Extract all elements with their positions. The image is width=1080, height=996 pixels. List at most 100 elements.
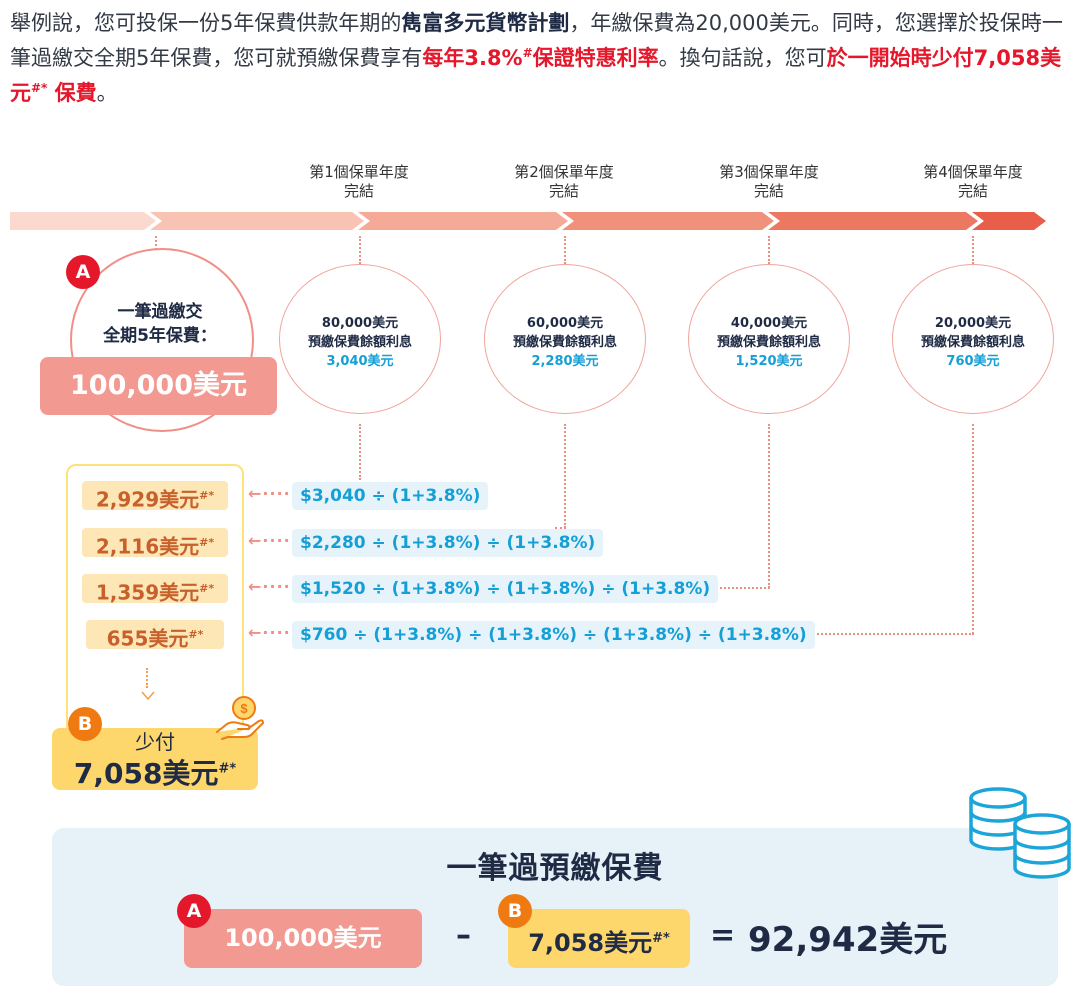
intro-paragraph: 舉例說，您可投保一份5年保費供款年期的雋富多元貨幣計劃，年繳保費為20,000美… [10,8,1072,108]
interest-circle-text: 20,000美元 預繳保費餘額利息 760美元 [893,314,1053,371]
saving-footnote-mark: #* [31,81,48,95]
prepaid-balance: 40,000美元 [730,316,808,331]
footnote-mark: #* [199,489,215,502]
footnote-mark: #* [188,628,204,641]
discount-value-text: 655美元 [106,626,189,651]
interest-circle-text: 80,000美元 預繳保費餘額利息 3,040美元 [280,314,440,371]
timeline-segment [562,212,774,230]
hand-coin-icon: $ [214,694,266,744]
prepaid-balance: 80,000美元 [321,316,399,331]
svg-text:$: $ [240,701,248,716]
timeline-label-line: 完結 [957,182,988,200]
summary-badge-a: A [177,894,211,928]
discount-formula: $3,040 ÷ (1+3.8%) [292,482,489,510]
discount-formula: $2,280 ÷ (1+3.8%) ÷ (1+3.8%) [292,529,604,557]
timeline-label-year-3: 第3個保單年度 完結 [684,163,854,201]
timeline-segment [358,212,568,230]
footnote-mark: #* [652,931,670,946]
timeline-segment [768,212,978,230]
connector-dots [359,424,361,480]
interest-amount: 2,280美元 [531,354,599,369]
connector-dots [972,424,974,634]
saving-highlight-text: 於一開始時少付7,058美元 [10,46,1062,105]
footnote-mark: #* [199,582,215,595]
timeline-label-line: 完結 [753,182,784,200]
interest-label: 預繳保費餘額利息 [307,335,412,350]
timeline-label-year-1: 第1個保單年度 完結 [274,163,444,201]
saving-amount-text: 7,058美元 [73,757,219,790]
summary-title: 一筆過預繳保費 [446,851,664,886]
interest-circle-year-3 [688,264,850,414]
rate-value: 每年3.8% [422,46,523,70]
timeline-segment [972,212,1046,230]
timeline-segment [10,212,156,230]
discount-formula: $1,520 ÷ (1+3.8%) ÷ (1+3.8%) ÷ (1+3.8%) [292,575,719,603]
rate-footnote-mark: # [522,46,533,60]
timeline-label-line: 第2個保單年度 [514,163,614,181]
discount-value: 1,359美元#* [82,574,228,605]
discount-value-text: 2,929美元 [95,487,200,512]
intro-text-1: 舉例說，您可投保一份5年保費供款年期的 [10,11,402,35]
connector-dots [676,587,770,589]
interest-label: 預繳保費餘額利息 [512,335,617,350]
lump-sum-label-line1: 一筆過繳交 [117,302,203,322]
discount-value: 2,929美元#* [82,481,228,512]
connector-dots [555,527,566,529]
coin-stack-icon [966,780,1076,888]
badge-a: A [66,255,100,289]
timeline-label-line: 完結 [343,182,374,200]
summary-saving-text: 7,058美元 [528,929,653,957]
timeline-label-line: 第3個保單年度 [719,163,819,181]
interest-circle-year-1 [279,264,441,414]
left-arrow-icon: ←······ [248,484,305,503]
interest-circle-text: 40,000美元 預繳保費餘額利息 1,520美元 [689,314,849,371]
prepaid-balance: 60,000美元 [526,316,604,331]
saving-label: 少付 [135,730,175,754]
summary-lump-sum: 100,000美元 [184,909,422,968]
connector-dots [768,236,770,264]
connector-dots [155,236,157,250]
saving-highlight: 於一開始時少付7,058美元#* 保費 [10,46,1061,105]
intro-text-2: ，年繳保費為20,000美元。同時，您選擇於投保時一筆過繳交全期5年保費，您可就… [10,11,1063,70]
saving-highlight-suffix: 保費 [54,81,97,105]
connector-dots [564,424,566,528]
timeline-segment [150,212,364,230]
discount-value: 2,116美元#* [82,528,228,559]
rate-label: 保證特惠利率 [532,46,659,70]
discount-formula: $760 ÷ (1+3.8%) ÷ (1+3.8%) ÷ (1+3.8%) ÷ … [292,621,815,649]
connector-dots [758,633,974,635]
prepaid-balance: 20,000美元 [934,316,1012,331]
timeline-label-line: 第4個保單年度 [923,163,1023,181]
interest-amount: 3,040美元 [326,354,394,369]
interest-amount: 760美元 [946,354,1000,369]
connector-dots [972,236,974,264]
guaranteed-rate: 每年3.8%#保證特惠利率 [422,46,658,70]
chevron-down-icon [141,686,155,705]
intro-text-4: 。 [96,81,118,105]
connector-dots [768,424,770,588]
connector-dots [564,236,566,264]
lump-sum-label-line2: 全期5年保費： [103,326,217,346]
footnote-mark: #* [218,761,237,777]
left-arrow-icon: ←······ [248,531,305,550]
timeline-label-year-2: 第2個保單年度 完結 [479,163,649,201]
left-arrow-icon: ←······ [248,623,305,642]
connector-dots [146,668,148,688]
summary-result: 92,942美元 [748,920,948,960]
discount-value-text: 1,359美元 [95,580,200,605]
summary-badge-b: B [498,894,532,928]
timeline-label-year-4: 第4個保單年度 完結 [888,163,1058,201]
interest-circle-year-4 [892,264,1054,414]
summary-saving: 7,058美元#* [508,909,690,968]
left-arrow-icon: ←······ [248,577,305,596]
interest-label: 預繳保費餘額利息 [716,335,821,350]
intro-text-3: 。換句話說，您可 [658,46,827,70]
discount-value: 655美元#* [86,620,224,651]
lump-sum-amount: 100,000美元 [40,357,277,415]
discount-value-text: 2,116美元 [95,534,200,559]
plan-name: 雋富多元貨幣計劃 [401,11,570,35]
timeline-label-line: 第1個保單年度 [309,163,409,181]
interest-label: 預繳保費餘額利息 [920,335,1025,350]
interest-circle-year-2 [484,264,646,414]
footnote-mark: #* [199,536,215,549]
